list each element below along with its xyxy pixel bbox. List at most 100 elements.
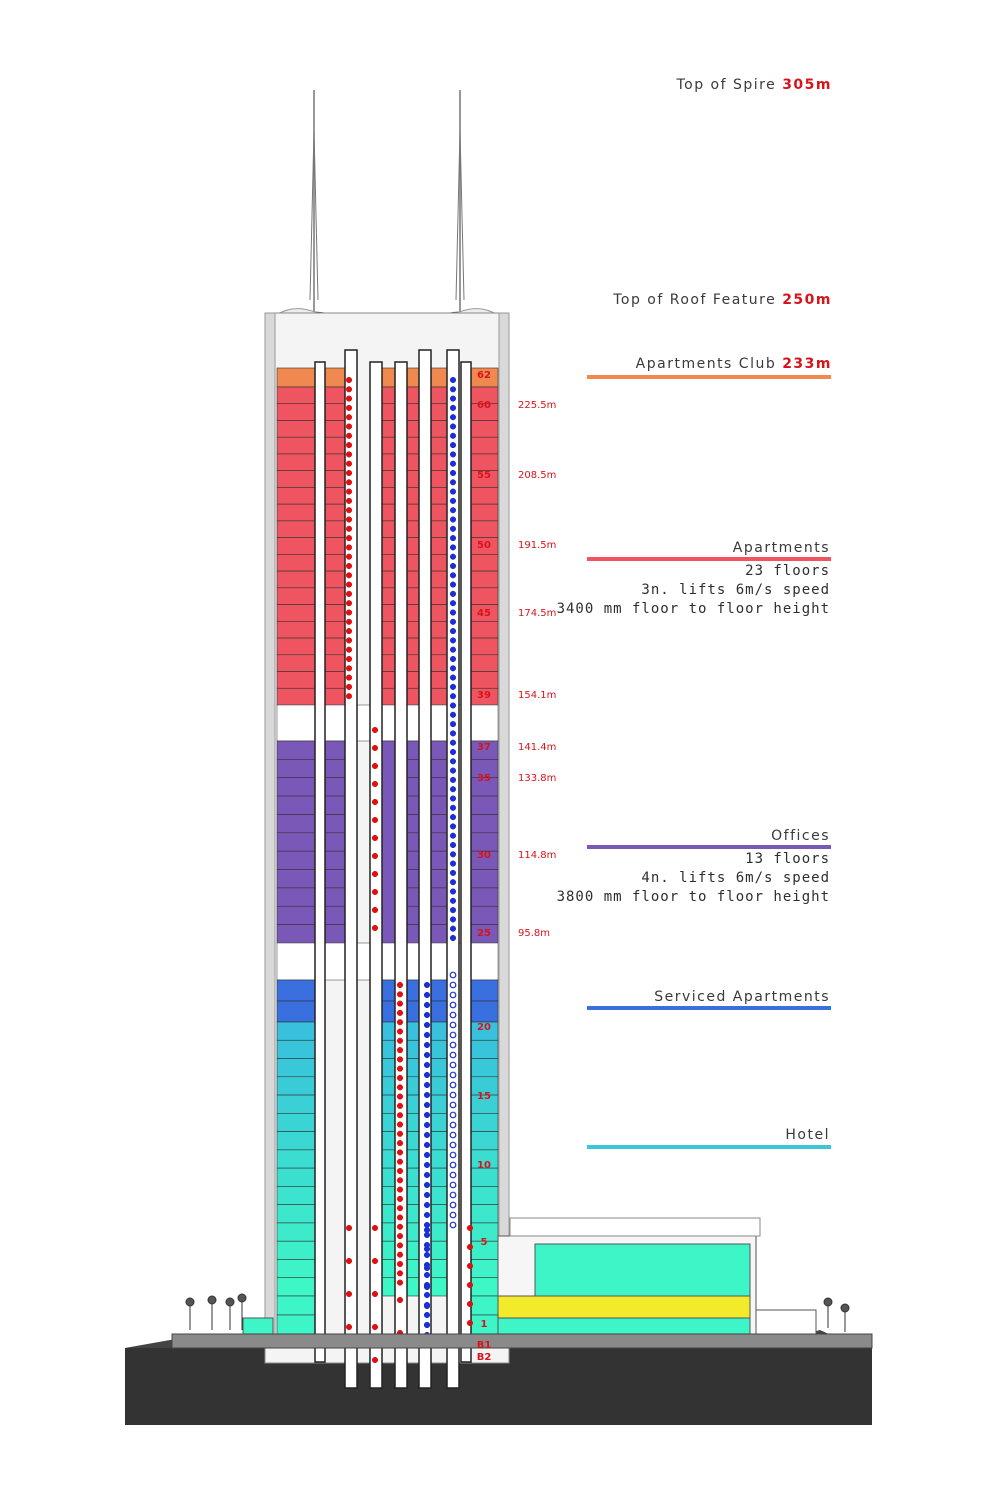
floor-number-label: 15 — [477, 1091, 491, 1102]
lift-stop-dot — [396, 1000, 404, 1007]
office-floor — [406, 924, 420, 944]
apartment-floor — [406, 453, 420, 471]
lift-stop-dot — [449, 386, 457, 393]
lift-stop-dot — [423, 1031, 431, 1039]
lift-stop-dot — [449, 479, 457, 486]
apartment-floor — [430, 554, 448, 572]
hotel-floor — [276, 1131, 316, 1151]
floor-number-label: 62 — [477, 370, 491, 381]
floor-height-label: 95.8m — [518, 928, 550, 939]
lift-stop-dot — [449, 981, 457, 989]
lift-stop-dot — [371, 780, 379, 788]
offices-note-1: 13 floors — [745, 851, 830, 867]
lift-stop-dot — [423, 1081, 431, 1089]
lift-stop-dot — [449, 711, 457, 718]
lift-stop-dot — [449, 888, 457, 895]
apartment-floor — [406, 671, 420, 689]
lift-stop-dot — [371, 1257, 379, 1265]
lift-stop-dot — [449, 1211, 457, 1219]
office-floor — [470, 887, 499, 907]
lift-stop-dot — [449, 869, 457, 876]
apartment-floor — [324, 637, 346, 656]
office-floor — [276, 924, 316, 944]
lift-stop-dot — [345, 683, 353, 690]
lift-stop-dot — [423, 1121, 431, 1129]
apartment-floor — [430, 520, 448, 538]
floor-height-label: 174.5m — [518, 608, 556, 619]
office-floor — [324, 850, 346, 870]
club-marker-value: 233m — [782, 356, 832, 372]
lift-stop-dot — [449, 674, 457, 681]
lift-stop-dot — [449, 1001, 457, 1009]
lift-stop-dot — [423, 1041, 431, 1049]
apartments-line — [587, 557, 831, 561]
apartment-floor — [276, 453, 316, 471]
lift-stop-dot — [423, 1311, 431, 1319]
apartment-floor — [324, 671, 346, 689]
office-floor — [430, 777, 448, 797]
lift-stop-dot — [345, 451, 353, 458]
apartment-floor — [276, 386, 316, 405]
offices-note-3: 3800 mm floor to floor height — [556, 889, 830, 905]
lift-stop-dot — [345, 693, 353, 700]
lift-stop-dot — [449, 748, 457, 756]
hotel-floor — [381, 1186, 396, 1205]
apartment-floor — [406, 503, 420, 522]
lift-stop-dot — [371, 816, 379, 824]
hotel-floor — [430, 1113, 448, 1132]
lift-stop-dot — [396, 981, 404, 989]
lift-stop-dot — [345, 618, 353, 625]
floor-number-label: B2 — [477, 1352, 492, 1363]
apartment-floor — [406, 470, 420, 488]
lift-stop-dot — [423, 1181, 431, 1189]
lift-stop-dot — [449, 646, 457, 653]
hotel-floor — [381, 1204, 396, 1224]
floor-number-label: B1 — [477, 1340, 492, 1351]
lift-stop-dot — [345, 600, 353, 607]
apartments-note-2: 3n. lifts 6m/s speed — [641, 582, 830, 598]
lift-stop-dot — [449, 1161, 457, 1169]
serviced-floor — [430, 1000, 448, 1023]
lift-stop-dot — [449, 1171, 457, 1179]
serviced-title: Serviced Apartments — [654, 989, 830, 1005]
apartment-floor — [276, 570, 316, 589]
lift-stop-dot — [345, 479, 353, 486]
office-floor — [276, 869, 316, 889]
floor-number-label: 1 — [481, 1319, 488, 1330]
lift-stop-dot — [396, 1028, 404, 1035]
hotel-floor — [276, 1113, 316, 1132]
hotel-floor — [381, 1094, 396, 1114]
apartment-floor — [276, 604, 316, 622]
hotel-floor — [381, 1113, 396, 1132]
apartment-floor — [324, 654, 346, 672]
lift-stop-dot — [466, 1300, 474, 1308]
office-floor — [406, 814, 420, 834]
lift-stop-dot — [449, 1121, 457, 1129]
apartment-floor — [381, 671, 396, 689]
apartment-floor — [324, 503, 346, 522]
lift-stop-dot — [345, 655, 353, 663]
apartment-floor — [276, 403, 316, 421]
apartment-floor — [276, 503, 316, 522]
lift-stop-dot — [345, 1257, 353, 1265]
apartment-floor — [276, 470, 316, 488]
office-floor — [406, 887, 420, 907]
lift-stop-dot — [423, 1091, 431, 1099]
lift-stop-dot — [396, 1140, 404, 1147]
hotel-floor — [406, 1149, 420, 1169]
apartment-floor — [381, 520, 396, 538]
lift-stop-dot — [449, 637, 457, 644]
hotel-floor — [430, 1131, 448, 1151]
lift-stop-dot — [423, 1051, 431, 1059]
apartment-floor — [406, 420, 420, 438]
hotel-floor — [381, 1240, 396, 1260]
floor-number-label: 20 — [477, 1022, 491, 1033]
hotel-floor — [430, 1149, 448, 1169]
hotel-floor — [276, 1222, 316, 1242]
floor-number-label: 60 — [477, 400, 491, 411]
lift-stop-dot — [396, 1195, 404, 1202]
lift-stop-dot — [449, 562, 457, 570]
hotel-floor — [406, 1186, 420, 1205]
hotel-floor — [430, 1186, 448, 1205]
serviced-floor — [276, 979, 316, 1002]
